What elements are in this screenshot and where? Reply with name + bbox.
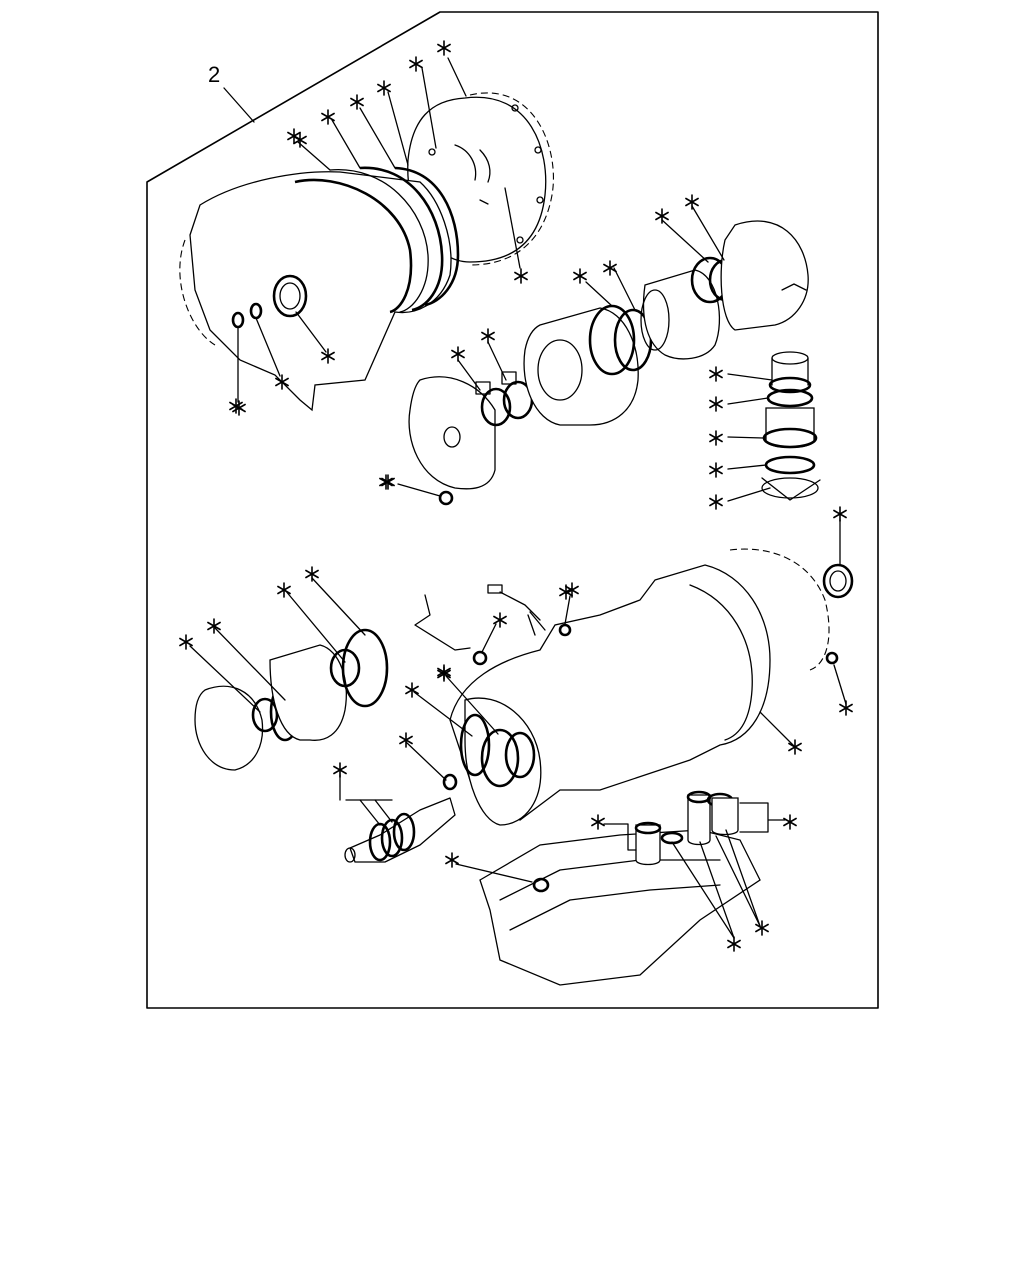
callout-asterisk bbox=[591, 814, 605, 830]
callout-asterisk bbox=[229, 398, 243, 414]
callout-asterisk bbox=[783, 814, 797, 830]
callout-asterisk bbox=[709, 494, 723, 510]
callout-asterisk bbox=[437, 40, 451, 56]
leader-lines bbox=[189, 57, 847, 939]
center-shaft-group bbox=[344, 697, 542, 863]
callout-asterisk bbox=[709, 396, 723, 412]
callout-asterisk bbox=[399, 732, 413, 748]
callout-asterisks bbox=[179, 40, 853, 952]
callout-asterisk bbox=[350, 94, 364, 110]
callout-asterisk bbox=[709, 462, 723, 478]
callout-asterisk bbox=[179, 634, 193, 650]
callout-asterisk bbox=[275, 374, 289, 390]
callout-asterisk bbox=[381, 474, 395, 490]
callout-asterisk bbox=[293, 132, 307, 148]
callout-asterisk bbox=[207, 618, 221, 634]
callout-asterisk bbox=[727, 936, 741, 952]
valve-stack-group bbox=[761, 351, 821, 501]
callout-asterisk bbox=[277, 582, 291, 598]
callout-asterisk bbox=[321, 109, 335, 125]
item-number-leader bbox=[223, 87, 255, 123]
callout-asterisk bbox=[709, 366, 723, 382]
callout-asterisk bbox=[839, 700, 853, 716]
callout-asterisk bbox=[437, 664, 451, 680]
callout-asterisk bbox=[445, 852, 459, 868]
callout-asterisk bbox=[305, 566, 319, 582]
callout-asterisk bbox=[493, 612, 507, 628]
callout-asterisk bbox=[379, 474, 393, 490]
callout-asterisk bbox=[514, 268, 528, 284]
callout-asterisk bbox=[559, 584, 573, 600]
callout-asterisk bbox=[451, 346, 465, 362]
callout-asterisk bbox=[377, 80, 391, 96]
item-number-label: 2 bbox=[208, 62, 220, 87]
callout-asterisk bbox=[405, 682, 419, 698]
left-drum-group bbox=[194, 628, 389, 771]
callout-asterisk bbox=[685, 194, 699, 210]
callout-asterisk bbox=[333, 762, 347, 778]
callout-asterisk bbox=[709, 430, 723, 446]
callout-asterisk bbox=[603, 260, 617, 276]
callout-asterisk bbox=[788, 739, 802, 755]
callout-asterisk bbox=[409, 56, 423, 72]
valve-body-group bbox=[479, 790, 761, 986]
callout-asterisk bbox=[321, 348, 335, 364]
callout-asterisk bbox=[755, 920, 769, 936]
drum-plate-group bbox=[408, 220, 809, 506]
callout-asterisk bbox=[833, 506, 847, 522]
callout-asterisk bbox=[481, 328, 495, 344]
callout-asterisk bbox=[655, 208, 669, 224]
diagram-frame bbox=[146, 11, 879, 1009]
callout-asterisk bbox=[573, 268, 587, 284]
